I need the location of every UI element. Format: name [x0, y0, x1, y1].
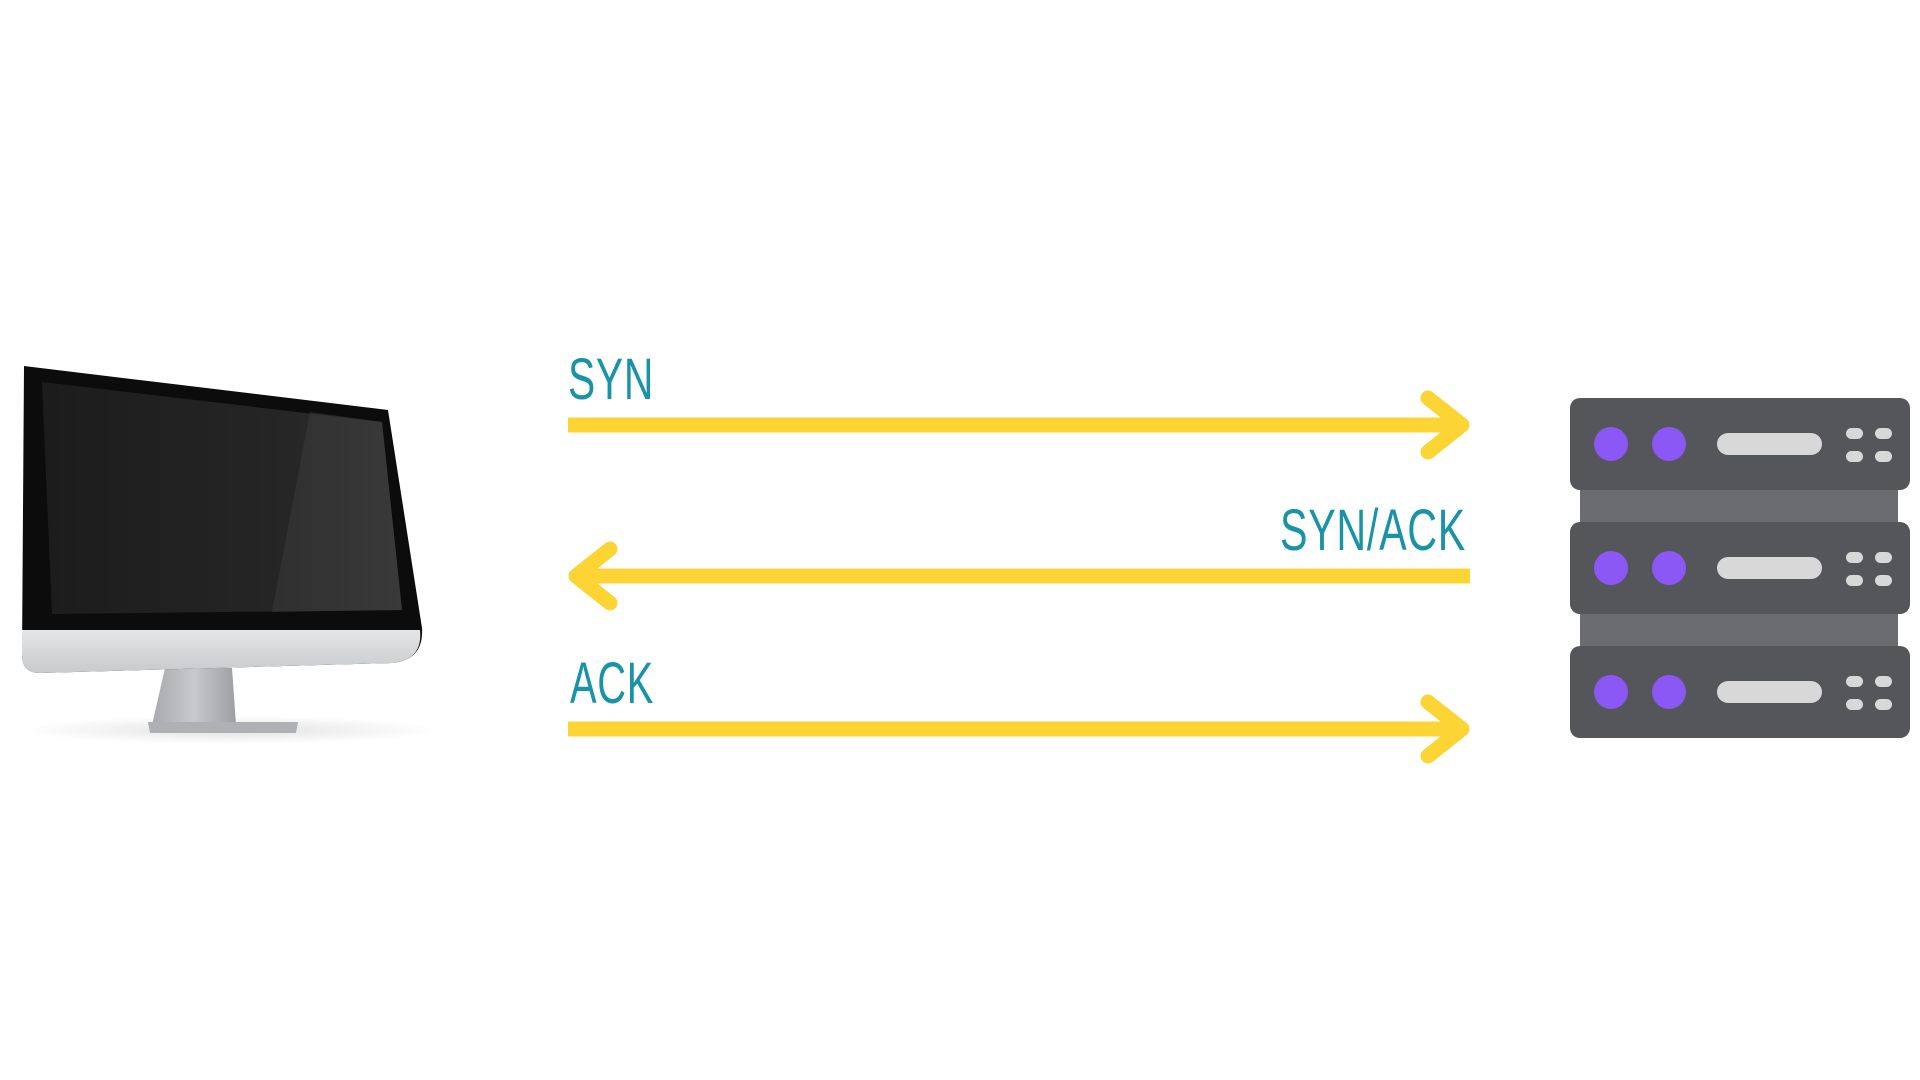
server-vent: [1846, 552, 1863, 563]
server-unit-1: [1570, 398, 1910, 490]
server-vent: [1846, 699, 1863, 710]
desktop-monitor-icon: [20, 366, 440, 744]
server-vent: [1846, 428, 1863, 439]
server-drive-slot: [1717, 433, 1822, 455]
server-rack-icon: [1570, 398, 1910, 738]
server-vent: [1875, 575, 1892, 586]
syn-ack-arrow: [568, 541, 1470, 611]
server-led: [1652, 675, 1686, 709]
server-led: [1594, 675, 1628, 709]
server-drive-slot: [1717, 681, 1822, 703]
monitor-stand: [152, 668, 236, 725]
syn-arrow: [568, 390, 1470, 460]
syn-ack-label: SYN/ACK: [1280, 498, 1466, 563]
server-vent: [1846, 451, 1863, 462]
server-led: [1652, 427, 1686, 461]
server-vent: [1875, 552, 1892, 563]
monitor-screen-glare: [272, 412, 402, 612]
server-led: [1594, 551, 1628, 585]
server-vent: [1846, 676, 1863, 687]
monitor-base: [148, 722, 298, 733]
server-vent: [1875, 451, 1892, 462]
server-vent: [1875, 428, 1892, 439]
server-drive-slot: [1717, 557, 1822, 579]
server-vent: [1846, 575, 1863, 586]
server-vent: [1875, 676, 1892, 687]
monitor-chin: [22, 630, 421, 673]
syn-label: SYN: [568, 347, 654, 412]
handshake-arrows: [568, 390, 1470, 764]
ack-label: ACK: [570, 651, 654, 716]
syn-arrow-head: [1420, 390, 1470, 460]
server-led: [1652, 551, 1686, 585]
syn-ack-arrow-head: [568, 541, 618, 611]
ack-arrow-head: [1420, 694, 1470, 764]
server-vent: [1875, 699, 1892, 710]
server-unit-3: [1570, 646, 1910, 738]
server-unit-2: [1570, 522, 1910, 614]
server-led: [1594, 427, 1628, 461]
ack-arrow: [568, 694, 1470, 764]
